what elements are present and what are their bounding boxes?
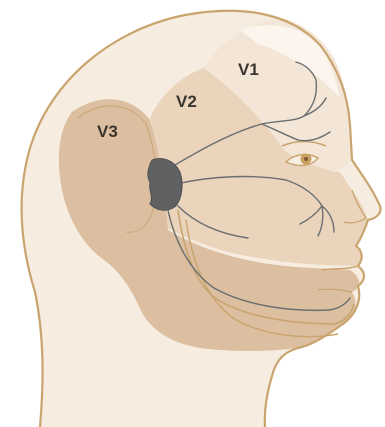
label-v3: V3 <box>97 122 118 141</box>
pupil <box>304 157 308 161</box>
label-v1: V1 <box>238 60 259 79</box>
label-v2: V2 <box>176 92 197 111</box>
